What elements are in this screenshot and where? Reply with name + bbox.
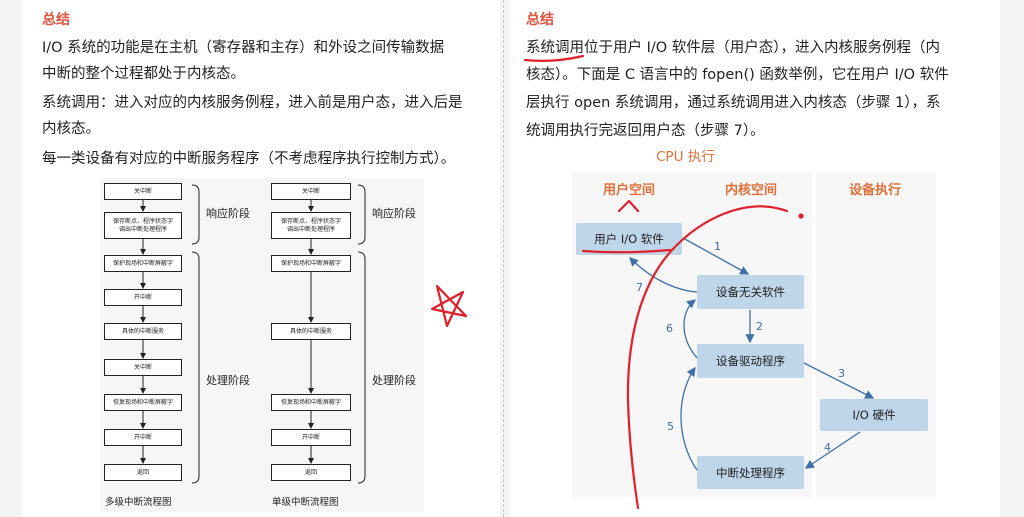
user-space-title: 用户空间 xyxy=(602,183,655,198)
step-6-label: 6 xyxy=(666,322,673,335)
panel-divider xyxy=(503,0,505,517)
multi-step-3: 保护现场和中断屏蔽字 xyxy=(104,255,182,272)
right-paragraph-line-2: 核态）。下面是 C 语言中的 fopen() 函数举例，它在用户 I/O 软件 xyxy=(526,67,949,83)
kernel-space-title: 内核空间 xyxy=(724,183,777,198)
multi-response-phase-label: 响应阶段 xyxy=(206,207,250,220)
multi-flow-caption: 多级中断流程图 xyxy=(105,497,172,508)
step-2-label: 2 xyxy=(756,320,763,333)
multi-step-5: 具体的中断服务 xyxy=(104,323,182,340)
right-paragraph-line-4: 统调用执行完返回用户态（步骤 7）。 xyxy=(526,123,765,139)
left-paragraph-3: 系统调用：进入对应的内核服务例程，进入前是用户态，进入后是 内核态。 xyxy=(42,95,463,137)
interrupt-handler-node: 中断处理程序 xyxy=(697,456,804,489)
single-process-phase-label: 处理阶段 xyxy=(372,374,416,387)
multi-step-7: 恢复现场和中断屏蔽字 xyxy=(104,394,182,411)
step-5-label: 5 xyxy=(667,420,674,433)
left-paragraph-2: 中断的整个过程都处于内核态。 xyxy=(42,66,245,82)
multi-step-1: 关中断 xyxy=(104,183,182,200)
multi-step-9: 返回 xyxy=(104,464,182,481)
cpu-exec-label: CPU 执行 xyxy=(656,149,715,165)
device-independent-software-node: 设备无关软件 xyxy=(697,275,804,309)
single-step-6: 开中断 xyxy=(271,429,351,446)
multi-step-2: 保存断点、程序状态字 调出中断处理程序 xyxy=(104,212,182,239)
flowchart-connectors xyxy=(140,184,366,484)
step-7-label: 7 xyxy=(636,281,643,294)
multi-step-6: 关中断 xyxy=(104,359,182,376)
device-driver-node: 设备驱动程序 xyxy=(697,344,804,378)
single-step-4: 具体的中断服务 xyxy=(271,323,351,340)
multi-process-phase-label: 处理阶段 xyxy=(206,374,250,387)
io-hardware-node: I/O 硬件 xyxy=(820,399,928,431)
single-step-3: 保护现场和中断屏蔽字 xyxy=(271,255,351,272)
multi-step-4: 开中断 xyxy=(104,289,182,306)
right-paragraph-line-3: 层执行 open 系统调用，通过系统调用进入内核态（步骤 1），系 xyxy=(526,95,941,111)
single-step-7: 返回 xyxy=(271,464,351,481)
multi-step-8: 开中断 xyxy=(104,429,182,446)
step-1-label: 1 xyxy=(714,240,721,253)
device-zone-background xyxy=(816,172,936,497)
diagram-arrows xyxy=(629,237,875,471)
handwritten-annotations xyxy=(430,54,804,510)
single-response-phase-label: 响应阶段 xyxy=(372,207,416,220)
single-step-2: 保存断点、程序状态字 调出中断处理程序 xyxy=(271,212,351,239)
right-paragraph-line-1: 系统调用位于用户 I/O 软件层（用户态），进入内核服务例程（内 xyxy=(526,40,941,56)
step-3-label: 3 xyxy=(838,367,845,380)
single-flow-caption: 单级中断流程图 xyxy=(272,497,339,508)
left-paragraph-1: I/O 系统的功能是在主机（寄存器和主存）和外设之间传输数据 xyxy=(42,40,445,56)
step-4-label: 4 xyxy=(824,441,831,454)
left-heading: 总结 xyxy=(42,12,70,28)
right-heading: 总结 xyxy=(526,12,554,28)
device-exec-title: 设备执行 xyxy=(848,183,901,198)
single-step-1: 关中断 xyxy=(271,183,351,200)
single-step-5: 恢复现场和中断屏蔽字 xyxy=(271,394,351,411)
left-paragraph-4: 每一类设备有对应的中断服务程序（不考虑程序执行控制方式）。 xyxy=(42,151,456,167)
